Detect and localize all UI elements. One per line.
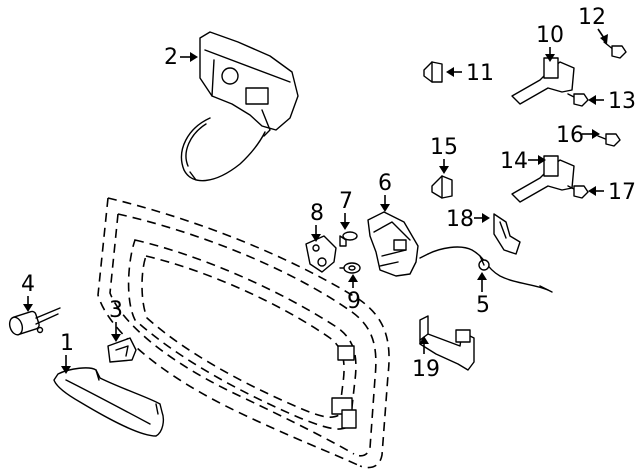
bumper-11-part: [423, 61, 443, 83]
callout-1: 1: [60, 331, 74, 374]
door-check-10-part: [511, 57, 575, 105]
latch-actuator-part: [180, 31, 299, 182]
callout-label-14: 14: [500, 149, 528, 174]
callout-label-13: 13: [608, 89, 636, 114]
callout-19: 19: [412, 336, 440, 382]
latch-part: [367, 211, 419, 277]
callout-label-4: 4: [21, 272, 35, 297]
washer-part: [339, 262, 361, 274]
callout-label-2: 2: [164, 45, 178, 70]
callout-18: 18: [446, 207, 490, 232]
callout-label-8: 8: [310, 201, 324, 226]
bumper-15-part: [431, 175, 453, 199]
callout-13: 13: [588, 89, 636, 114]
door-check-14-part: [511, 155, 575, 203]
callout-3: 3: [109, 298, 123, 342]
callout-label-18: 18: [446, 207, 474, 232]
callout-10: 10: [536, 23, 564, 62]
screw-7-part: [339, 231, 358, 247]
bolt-13-part: [567, 93, 589, 107]
callout-label-10: 10: [536, 23, 564, 48]
striker-part: [305, 235, 337, 273]
callout-label-1: 1: [60, 331, 74, 356]
callout-label-17: 17: [608, 180, 636, 205]
callout-label-16: 16: [556, 123, 584, 148]
callout-label-12: 12: [578, 5, 606, 30]
callout-6: 6: [378, 171, 392, 212]
callout-9: 9: [347, 274, 361, 314]
callout-16: 16: [556, 123, 600, 148]
callout-label-9: 9: [347, 289, 361, 314]
callout-label-19: 19: [412, 357, 440, 382]
bolt-17-part: [567, 185, 589, 199]
outside-handle-part: [53, 367, 165, 437]
callout-14: 14: [500, 149, 546, 174]
door-panel-outline: [97, 197, 390, 469]
callout-2: 2: [164, 45, 198, 70]
lock-cylinder-part: [8, 307, 61, 336]
callout-label-3: 3: [109, 298, 123, 323]
cable-part: [419, 246, 553, 293]
callout-label-15: 15: [430, 135, 458, 160]
callout-7: 7: [339, 189, 353, 230]
callout-12: 12: [578, 5, 608, 44]
bolt-12-part: [603, 41, 627, 59]
callout-15: 15: [430, 135, 458, 174]
callout-label-5: 5: [476, 293, 490, 318]
callout-label-11: 11: [466, 61, 494, 86]
bracket-19-part: [419, 315, 475, 371]
bolt-16-part: [597, 133, 621, 147]
bezel-part: [107, 337, 137, 363]
callout-8: 8: [310, 201, 324, 242]
callout-label-6: 6: [378, 171, 392, 196]
callout-17: 17: [588, 180, 636, 205]
callout-label-7: 7: [339, 189, 353, 214]
callout-4: 4: [21, 272, 35, 312]
bracket-18-part: [493, 213, 521, 255]
callout-5: 5: [476, 272, 490, 318]
callout-11: 11: [446, 61, 494, 86]
